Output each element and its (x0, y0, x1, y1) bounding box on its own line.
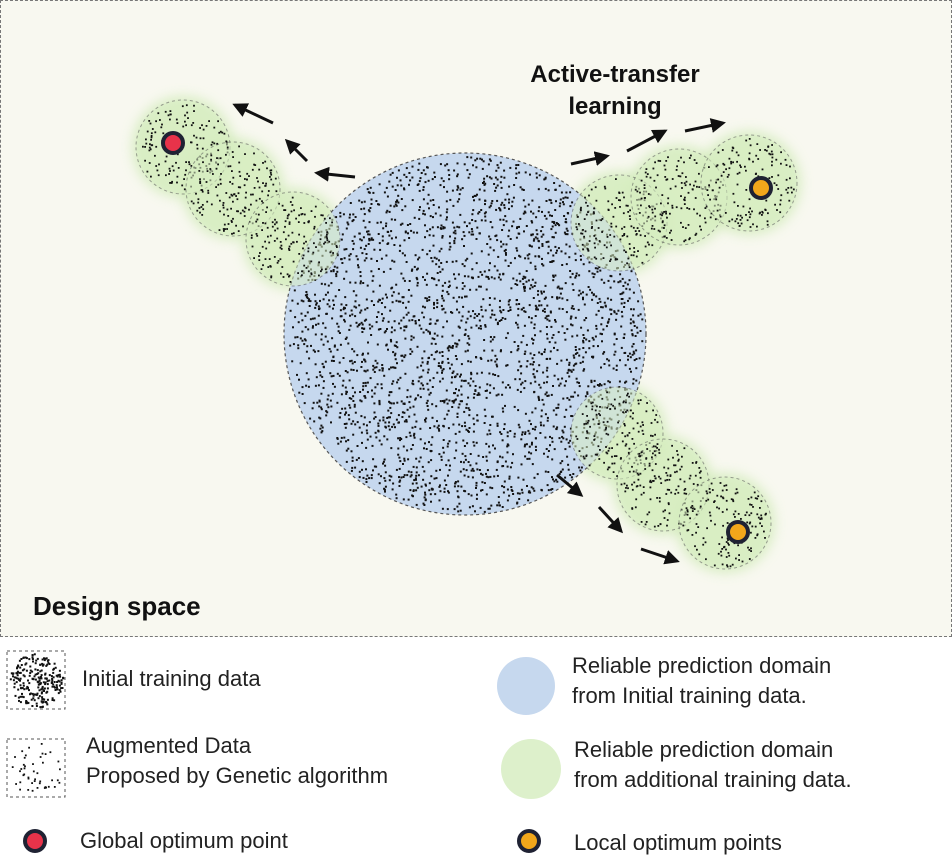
global-optimum-marker (161, 131, 185, 155)
reliable-initial-line1: Reliable prediction domain (572, 653, 832, 678)
legend-reliable-initial-label: Reliable prediction domain from Initial … (572, 651, 831, 711)
local-optimum-marker-bottom (726, 520, 750, 544)
initial-domain-swatch (497, 657, 555, 715)
design-space-area: Active-transfer learning Design space (0, 0, 952, 637)
design-space-title: Design space (33, 591, 201, 621)
initial-training-dots (289, 156, 644, 513)
reliable-additional-line1: Reliable prediction domain (574, 737, 834, 762)
local-optimum-swatch (517, 829, 541, 853)
annotation-line2: learning (568, 93, 662, 120)
augmented-line1: Augmented Data (86, 733, 252, 758)
local-optimum-marker-top (749, 176, 773, 200)
active-transfer-annotation: Active-transfer learning (501, 59, 729, 123)
legend-augmented-label: Augmented Data Proposed by Genetic algor… (86, 731, 388, 791)
initial-training-swatch (6, 650, 66, 710)
legend-initial-training-label: Initial training data (82, 666, 261, 691)
legend-reliable-additional-label: Reliable prediction domain from addition… (574, 735, 852, 795)
global-optimum-swatch (23, 829, 47, 853)
augmented-line2: Proposed by Genetic algorithm (86, 763, 389, 788)
legend-local-optimum-label: Local optimum points (574, 830, 782, 855)
active-transfer-arrows (232, 103, 726, 565)
additional-domain-swatch (501, 739, 561, 799)
design-space-diagram (132, 96, 801, 573)
reliable-initial-line2: from Initial training data. (572, 683, 807, 708)
augmented-data-swatch (6, 738, 66, 798)
legend-global-optimum-label: Global optimum point (80, 828, 288, 853)
reliable-additional-line2: from additional training data. (574, 767, 852, 792)
annotation-line1: Active-transfer (530, 61, 700, 88)
